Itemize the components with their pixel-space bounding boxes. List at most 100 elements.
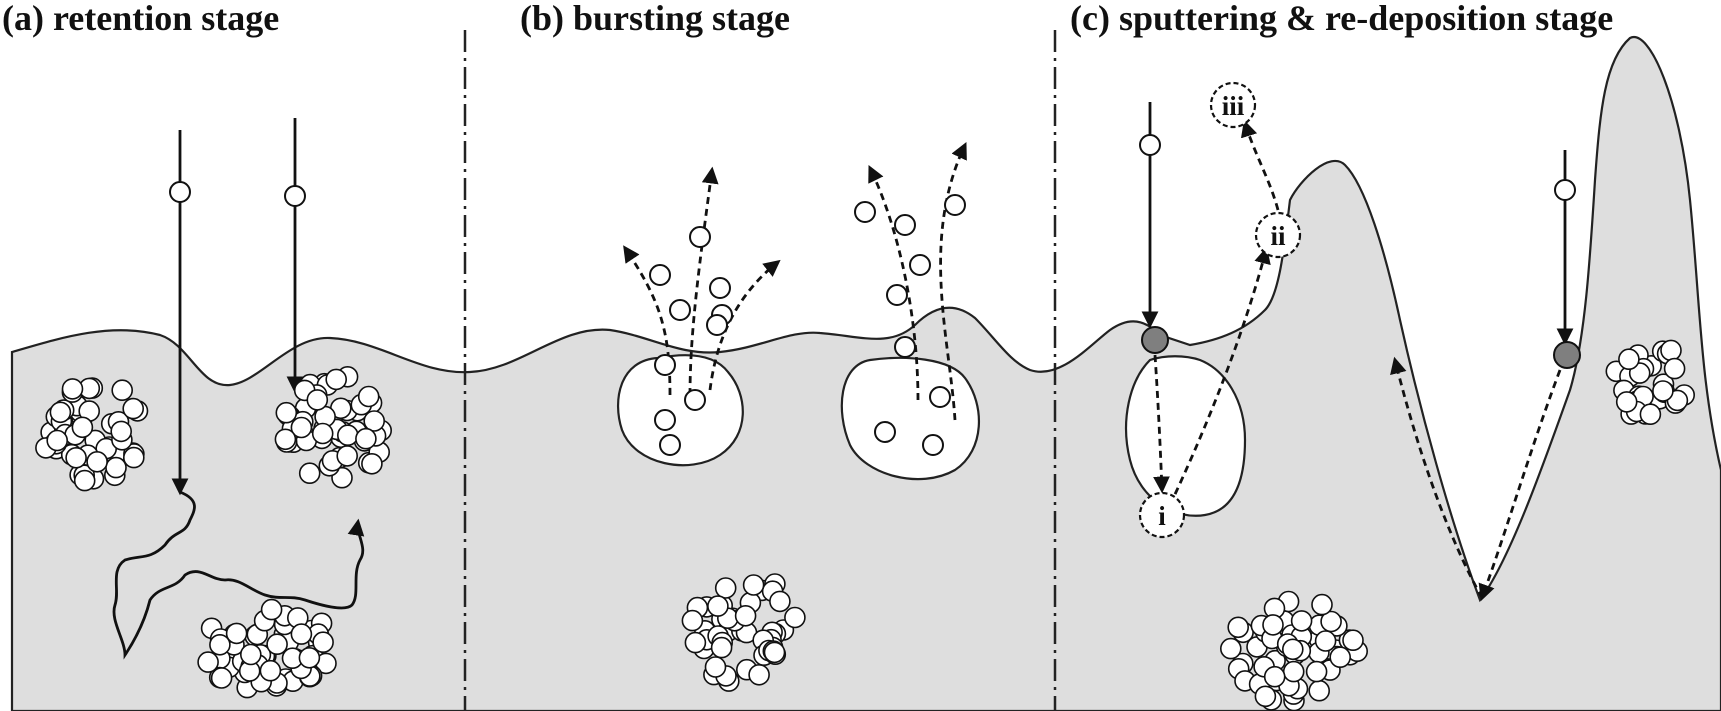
- cluster-atom: [1290, 610, 1313, 632]
- cluster-atom: [1615, 391, 1638, 413]
- escaping-atom: [709, 277, 731, 299]
- cluster-atom: [122, 397, 144, 420]
- impact-atom-1: [1141, 326, 1169, 354]
- cluster-atom: [225, 622, 248, 645]
- he-bubble-cluster: [681, 573, 806, 692]
- cluster-atom: [240, 643, 262, 666]
- impact-atom-2: [1553, 341, 1581, 369]
- stage-title-retention: (a) retention stage: [2, 0, 279, 38]
- cluster-atom: [210, 667, 233, 689]
- escaping-atom: [944, 194, 966, 216]
- incident-atom-3: [1139, 134, 1161, 156]
- cluster-atom: [1311, 593, 1333, 616]
- cluster-atom: [704, 656, 727, 678]
- cluster-atom: [61, 378, 84, 400]
- escaping-atom: [659, 434, 681, 456]
- cluster-atom: [1342, 629, 1364, 652]
- incident-atom-4: [1554, 179, 1576, 201]
- cluster-atom: [197, 651, 219, 673]
- cluster-atom: [734, 604, 757, 627]
- escaping-atom: [654, 354, 676, 376]
- cluster-atom: [684, 631, 707, 654]
- cluster-atom: [1227, 616, 1249, 639]
- burst-trail-3: [708, 259, 781, 391]
- cluster-atom: [325, 368, 348, 391]
- he-bubble-cluster: [197, 598, 337, 699]
- redeposition-return-path: [1390, 356, 1484, 599]
- cluster-atom: [1254, 685, 1277, 708]
- escaping-atom: [886, 284, 908, 306]
- cluster-atom: [209, 633, 231, 656]
- he-bubble-cluster: [35, 377, 149, 492]
- escaping-atom: [909, 254, 931, 276]
- escaping-atom: [706, 314, 728, 336]
- cluster-atom: [290, 623, 313, 645]
- cluster-atom: [86, 450, 108, 473]
- cluster-atom: [111, 379, 133, 402]
- incident-atom-1: [169, 181, 191, 203]
- stage-title-bursting: (b) bursting stage: [520, 0, 790, 38]
- burst-trail-5: [939, 141, 967, 421]
- cluster-atom: [784, 606, 806, 629]
- cluster-atom: [355, 427, 377, 450]
- escaping-atom: [874, 421, 896, 443]
- cluster-atom: [1329, 646, 1351, 669]
- escaping-atom: [929, 386, 951, 408]
- cluster-atom: [763, 641, 786, 664]
- cluster-atom: [49, 401, 72, 424]
- cluster-atom: [259, 659, 282, 682]
- cluster-atom: [65, 446, 87, 469]
- cluster-atom: [290, 416, 313, 439]
- stage-title-sputtering: (c) sputtering & re-deposition stage: [1070, 0, 1613, 38]
- cluster-atom: [1639, 403, 1662, 426]
- escaping-atom: [894, 214, 916, 236]
- sputter-path-to-ii: [1168, 246, 1271, 506]
- cluster-atom: [298, 462, 321, 485]
- crater-cavity: [1124, 355, 1247, 517]
- cluster-atom: [714, 577, 737, 599]
- cluster-atom: [71, 416, 94, 439]
- burst-trail-1: [623, 245, 672, 396]
- cluster-atom: [361, 452, 383, 475]
- cluster-atom: [1320, 610, 1342, 633]
- cluster-atom: [312, 631, 334, 654]
- cluster-atom: [1282, 638, 1304, 661]
- marker-label-iii: iii: [1222, 91, 1245, 121]
- cluster-atom: [1305, 660, 1328, 683]
- cluster-atom: [769, 590, 791, 613]
- cluster-atom: [73, 469, 96, 492]
- cluster-atom: [275, 401, 298, 424]
- burst-trail-4: [868, 164, 920, 401]
- he-bubble-cluster: [1605, 339, 1695, 426]
- cluster-atom: [1220, 637, 1242, 660]
- cluster-atom: [1663, 357, 1686, 380]
- redeposition-path: [1478, 369, 1562, 602]
- marker-circle-iii: [1209, 81, 1257, 129]
- cluster-atom: [306, 389, 329, 411]
- sputter-path-to-i: [1153, 354, 1170, 494]
- bubble-cavity-2: [840, 356, 981, 481]
- escaping-atom: [654, 409, 676, 431]
- cluster-atom: [363, 410, 386, 432]
- escaping-atom: [649, 264, 671, 286]
- cluster-atom: [357, 385, 380, 408]
- cluster-atom: [1314, 630, 1337, 652]
- cluster-atom: [1262, 614, 1284, 636]
- he-bubble-cluster: [274, 365, 393, 489]
- cluster-atom: [298, 646, 321, 669]
- cluster-atom: [1660, 339, 1682, 362]
- escaping-atom: [689, 226, 711, 248]
- marker-circle-i: [1138, 491, 1186, 539]
- cluster-atom: [105, 456, 127, 479]
- marker-label-i: i: [1158, 501, 1166, 531]
- cluster-atom: [1282, 660, 1305, 683]
- escaping-atom: [894, 336, 916, 358]
- marker-label-ii: ii: [1270, 221, 1286, 251]
- atoms-layer: [35, 194, 1695, 711]
- cluster-atom: [311, 422, 334, 445]
- sputter-path-to-iii: [1240, 119, 1280, 211]
- cluster-atom: [1652, 380, 1674, 402]
- cluster-atom: [707, 595, 729, 617]
- cluster-atom: [1308, 679, 1330, 702]
- bubble-cavity-1: [616, 354, 744, 467]
